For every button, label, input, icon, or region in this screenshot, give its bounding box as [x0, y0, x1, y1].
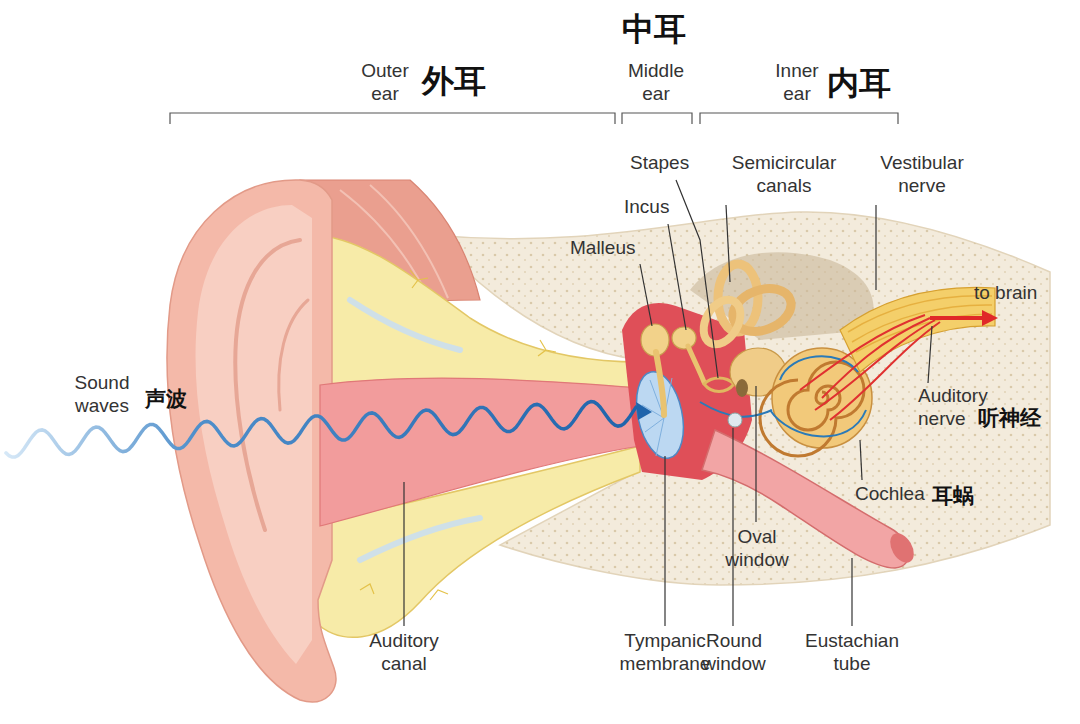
chinese-label: 内耳 — [827, 66, 891, 101]
part-label: Middle ear — [616, 60, 696, 106]
chinese-label: 听神经 — [978, 407, 1041, 430]
cartilage-part — [350, 300, 460, 350]
chinese-label: 声波 — [145, 388, 187, 411]
ossicles-part — [688, 346, 704, 382]
part-label: Semicircular canals — [714, 152, 854, 198]
cartilage-part — [360, 518, 480, 560]
cochlea-part — [760, 362, 864, 456]
leader-lines-part — [875, 205, 876, 290]
nerves-part — [930, 316, 985, 320]
pinna-part — [235, 240, 300, 530]
cartilage-part — [305, 235, 640, 388]
leader-lines-part — [676, 180, 718, 378]
ossicles-part — [704, 378, 734, 392]
pinna-part — [196, 205, 312, 664]
pinna — [167, 180, 336, 702]
leader-lines-part — [928, 326, 932, 383]
cochlea-part — [770, 410, 866, 436]
part-label: Stapes — [630, 152, 689, 175]
part-label: Auditory canal — [358, 630, 450, 676]
sound-wave-part — [636, 402, 652, 420]
nerves-part — [848, 296, 992, 352]
leader-lines-part — [403, 482, 404, 626]
nerves-part — [982, 310, 998, 326]
leader-lines-part — [668, 224, 686, 330]
part-label: Oval window — [716, 526, 798, 572]
part-label: Incus — [624, 196, 669, 219]
section-brackets-part — [622, 113, 692, 124]
leader-lines — [404, 180, 932, 626]
part-label: Round window — [692, 630, 776, 676]
eustachian-tube-part — [885, 529, 918, 567]
leader-lines-part — [860, 440, 862, 480]
semicircular-canals-part — [696, 293, 748, 351]
part-label: Malleus — [570, 237, 635, 260]
part-label: Cochlea — [855, 483, 925, 506]
part-label: to brain — [974, 282, 1037, 305]
semicircular-canals-part — [736, 379, 748, 397]
leader-lines-part — [732, 428, 733, 626]
chinese-label: 中耳 — [622, 12, 686, 47]
cochlea-part — [728, 413, 742, 427]
section-brackets-part — [170, 113, 615, 124]
part-label: Eustachian tube — [798, 630, 906, 676]
leader-lines-part — [640, 264, 652, 326]
chinese-label: 外耳 — [422, 64, 486, 99]
chinese-label: 耳蜗 — [932, 485, 974, 508]
pinna-part — [279, 300, 308, 410]
leader-lines-part — [755, 386, 756, 522]
part-label: Vestibular nerve — [866, 152, 978, 198]
part-label: Outer ear — [352, 60, 418, 106]
tympanic-membrane-part — [642, 378, 672, 456]
part-label: Inner ear — [766, 60, 828, 106]
part-label: Sound waves — [62, 372, 142, 418]
section-brackets — [170, 113, 898, 124]
leader-lines-part — [664, 456, 665, 626]
leader-lines-part — [726, 205, 730, 282]
section-brackets-part — [700, 113, 898, 124]
cartilage — [305, 235, 640, 637]
cochlea — [700, 348, 872, 456]
ossicles-part — [672, 327, 696, 349]
pinna-part — [167, 180, 336, 702]
ossicles-part — [656, 352, 664, 415]
leader-lines-part — [851, 558, 852, 626]
